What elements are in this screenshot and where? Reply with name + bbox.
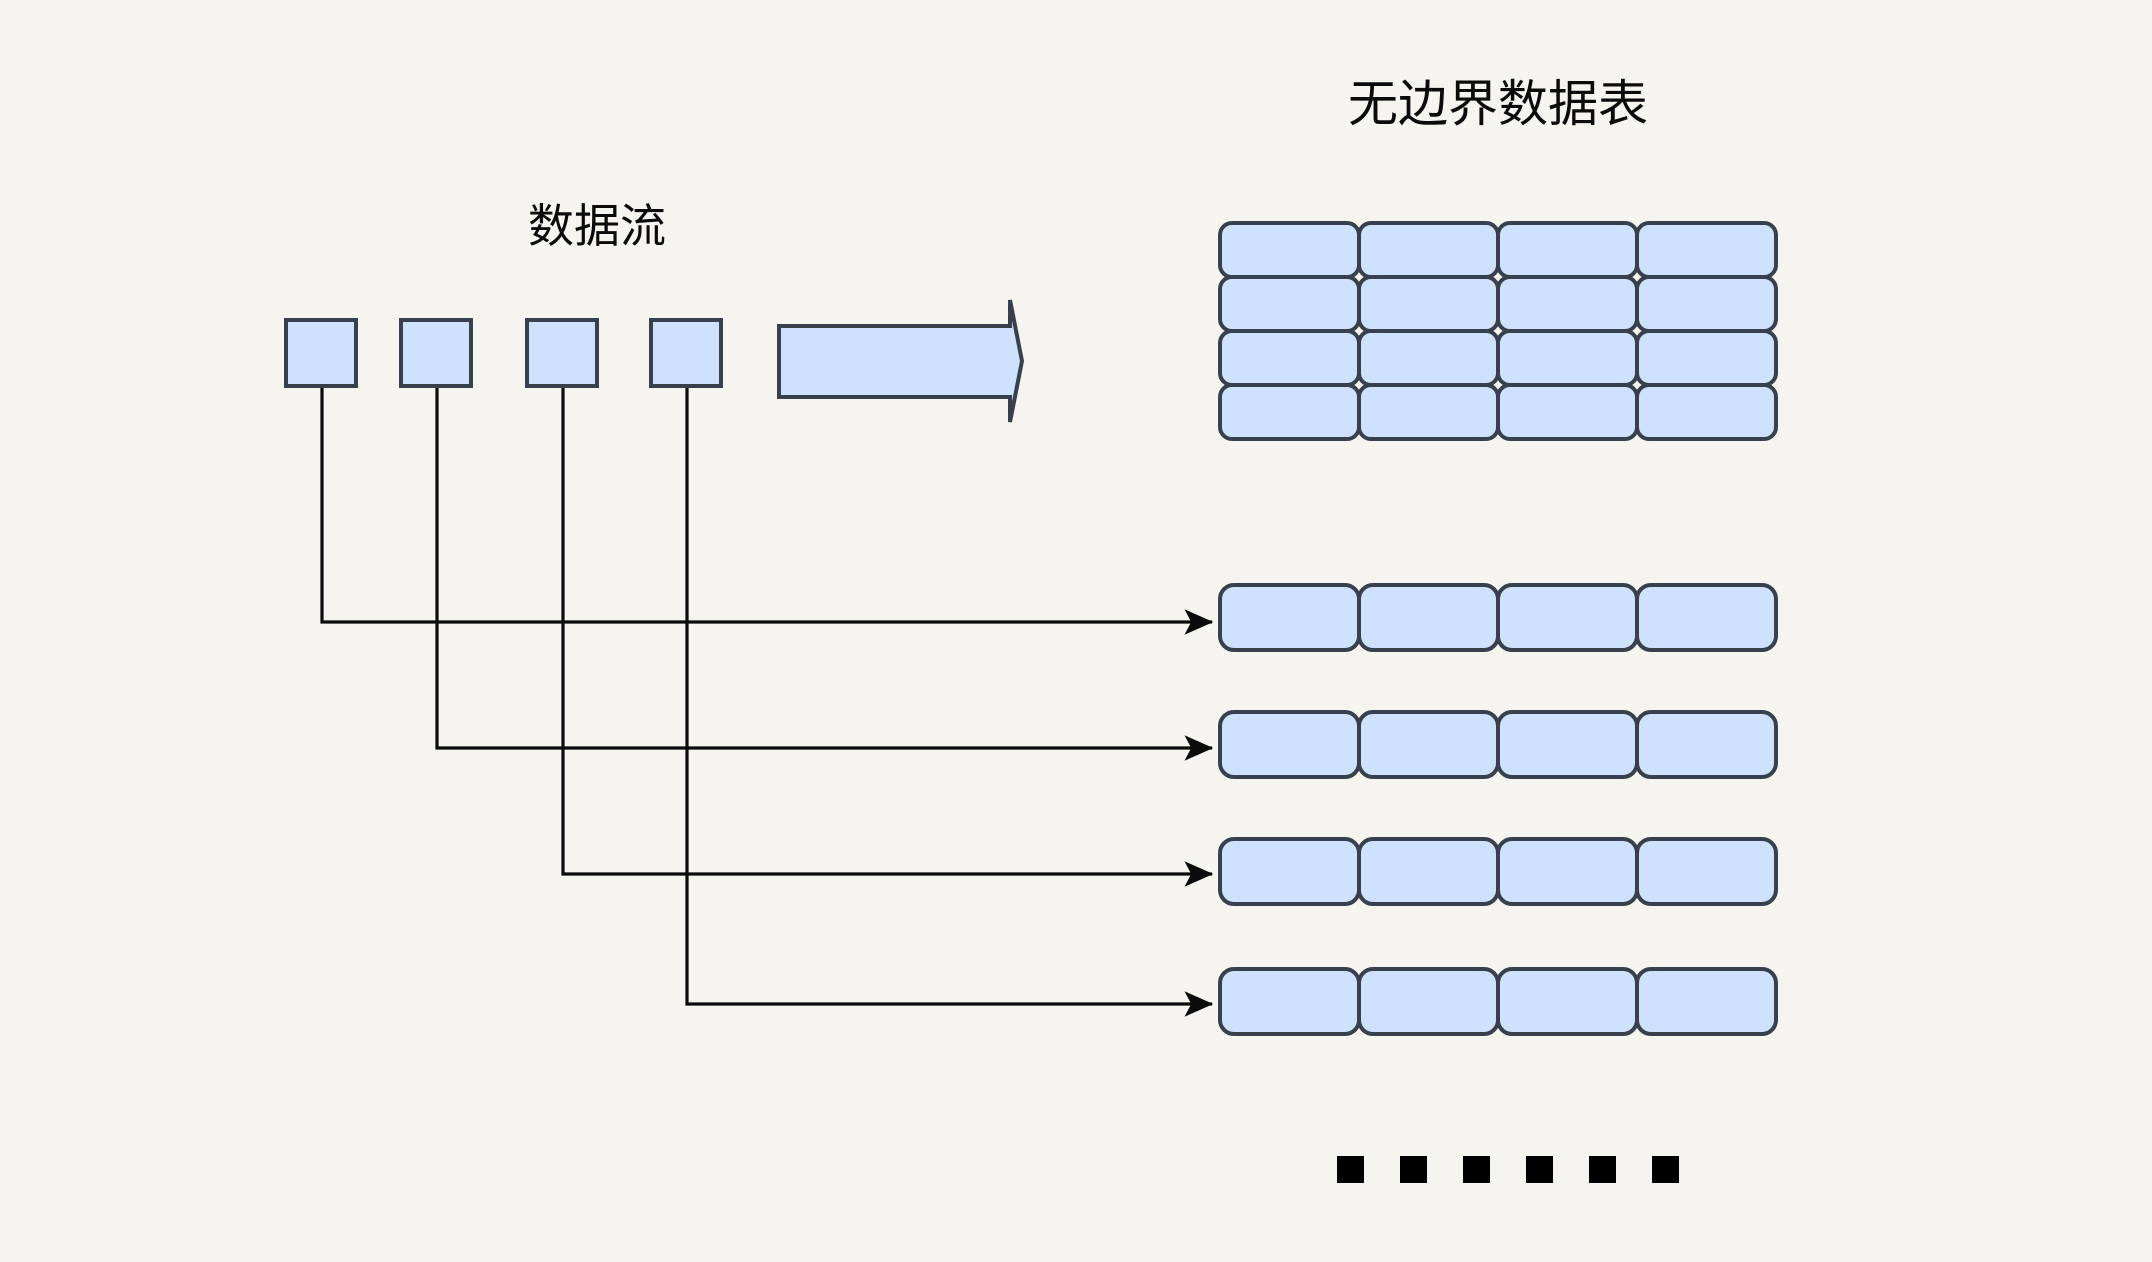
table-rows-group <box>1218 583 1778 1036</box>
table-grid-group <box>1218 221 1778 441</box>
table-row-cell <box>1635 837 1778 906</box>
stream-event-3 <box>525 318 599 388</box>
connector-1 <box>320 386 1214 635</box>
table-row-cell <box>1218 837 1361 906</box>
stream-event-group <box>284 318 723 388</box>
table-row-cell <box>1496 583 1639 652</box>
stream-event-4 <box>649 318 723 388</box>
table-grid-cell <box>1496 329 1639 387</box>
continuation-dot <box>1526 1156 1553 1183</box>
table-row-cell <box>1357 583 1500 652</box>
flow-arrow <box>777 299 1025 423</box>
connector-group <box>320 386 1214 1017</box>
table-row-cell <box>1635 710 1778 779</box>
flow-arrow-group <box>777 299 1025 423</box>
connector-3 <box>561 386 1214 887</box>
table-row-4 <box>1218 967 1778 1036</box>
table-row-cell <box>1496 967 1639 1036</box>
table-grid-cell <box>1218 221 1361 279</box>
table-row-1 <box>1218 583 1778 652</box>
stream-event-2 <box>399 318 473 388</box>
table-row-2 <box>1218 710 1778 779</box>
table-grid-cell <box>1357 329 1500 387</box>
table-grid-cell <box>1496 275 1639 333</box>
table-grid-cell <box>1635 275 1778 333</box>
table-grid-cell <box>1496 221 1639 279</box>
continuation-dot <box>1589 1156 1616 1183</box>
stream-label: 数据流 <box>528 200 666 252</box>
continuation-dot <box>1652 1156 1679 1183</box>
table-grid-cell <box>1357 221 1500 279</box>
table-row-cell <box>1357 710 1500 779</box>
table-row-3 <box>1218 837 1778 906</box>
table-row-cell <box>1635 967 1778 1036</box>
table-grid-cell <box>1635 221 1778 279</box>
table-row-cell <box>1357 837 1500 906</box>
table-grid-cell <box>1218 275 1361 333</box>
continuation-dot <box>1337 1156 1364 1183</box>
table-row-cell <box>1218 583 1361 652</box>
continuation-dots-group <box>1337 1156 1679 1183</box>
continuation-dot <box>1463 1156 1490 1183</box>
connector-2 <box>435 386 1214 761</box>
table-row-cell <box>1357 967 1500 1036</box>
table-grid-cell <box>1218 329 1361 387</box>
table-row-cell <box>1218 967 1361 1036</box>
connector-4 <box>685 386 1214 1017</box>
table-grid-cell <box>1357 383 1500 441</box>
table-grid-cell <box>1635 329 1778 387</box>
continuation-dot <box>1400 1156 1427 1183</box>
table-row-cell <box>1218 710 1361 779</box>
table-grid-cell <box>1635 383 1778 441</box>
table-grid-cell <box>1357 275 1500 333</box>
stream-event-1 <box>284 318 358 388</box>
page-title: 无边界数据表 <box>1348 76 1648 132</box>
table-grid-cell <box>1496 383 1639 441</box>
table-row-cell <box>1496 710 1639 779</box>
table-row-cell <box>1635 583 1778 652</box>
table-row-cell <box>1496 837 1639 906</box>
table-grid-cell <box>1218 383 1361 441</box>
